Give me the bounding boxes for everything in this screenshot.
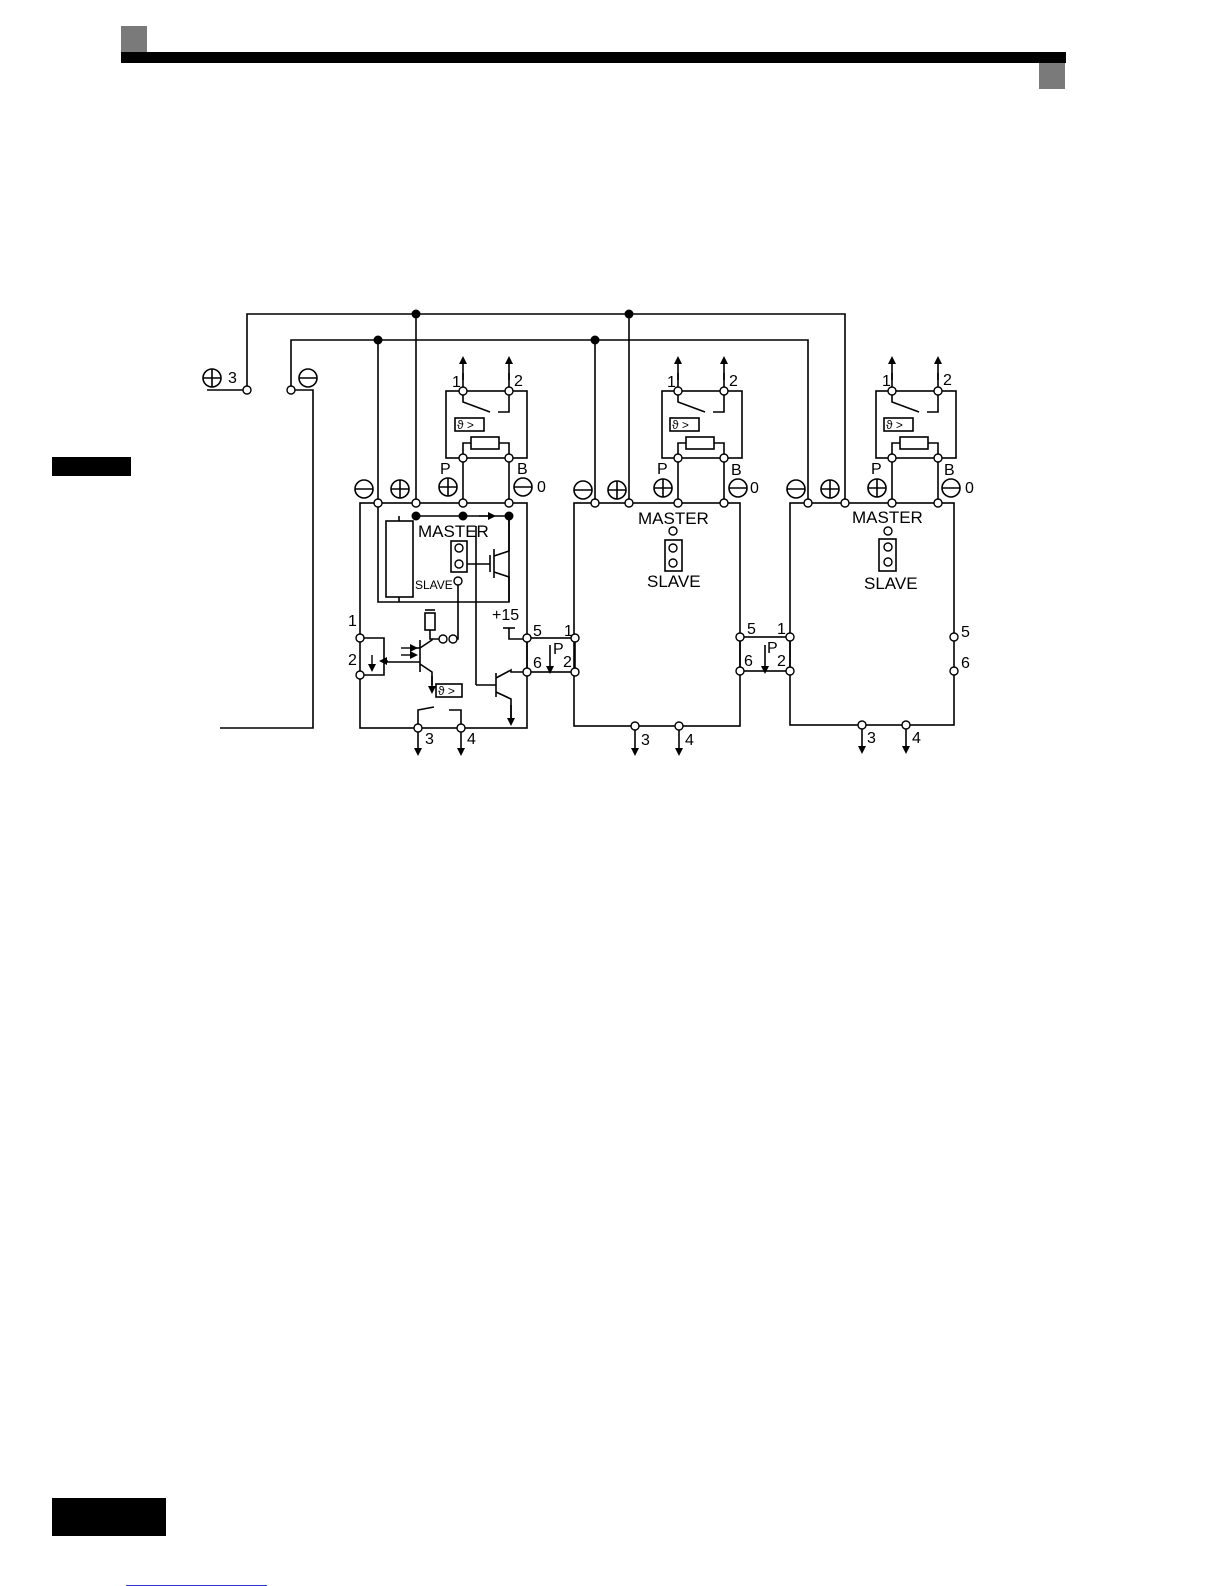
terminal-label: 6	[744, 653, 753, 670]
plus-circle-icon	[439, 478, 457, 496]
terminal-label: 1	[667, 374, 676, 391]
terminal-label: ϑ >	[438, 684, 455, 698]
terminal-label: P	[871, 461, 882, 478]
master-label: MASTER	[418, 522, 489, 541]
terminal-label: 1	[348, 613, 357, 630]
terminal-label: ϑ >	[886, 418, 903, 432]
plus-circle-icon	[203, 369, 221, 387]
minus-circle-icon	[299, 369, 317, 387]
terminal-label: 1	[452, 374, 461, 391]
terminal-label: 2	[729, 373, 738, 390]
terminal-label: 4	[685, 732, 694, 749]
terminal-label: ϑ >	[457, 418, 474, 432]
source-plus-label: 3	[228, 370, 237, 387]
plus-circle-icon	[391, 480, 409, 498]
terminal-label: 4	[912, 730, 921, 747]
terminal-label: 2	[943, 372, 952, 389]
terminal-label: 5	[961, 624, 970, 641]
terminal-label: +15	[492, 607, 519, 624]
terminal-label: 5	[747, 621, 756, 638]
terminal-label: 1	[882, 373, 891, 390]
terminal-label: 2	[348, 652, 357, 669]
terminal-label: 4	[467, 731, 476, 748]
plus-circle-icon	[821, 480, 839, 498]
terminal-label: 1	[777, 621, 786, 638]
terminal-label: 2	[563, 654, 572, 671]
terminal-label: 3	[641, 732, 650, 749]
terminal-label: B	[731, 462, 742, 479]
terminal-label: 0	[750, 480, 759, 497]
slave-label: SLAVE	[415, 578, 453, 592]
minus-circle-icon	[787, 480, 805, 498]
master-label: MASTER	[638, 509, 709, 528]
minus-circle-icon	[514, 478, 532, 496]
terminal-label: 3	[867, 730, 876, 747]
terminal-label: B	[944, 462, 955, 479]
dc-bus-plus-wire	[247, 314, 845, 503]
slave-label: SLAVE	[864, 574, 918, 593]
terminal-label: 2	[514, 373, 523, 390]
master-label: MASTER	[852, 508, 923, 527]
module-3	[790, 373, 956, 725]
terminal-label: 6	[533, 655, 542, 672]
terminal-label: 6	[961, 655, 970, 672]
minus-circle-icon	[355, 480, 373, 498]
terminal-label: 3	[425, 731, 434, 748]
plus-circle-icon	[654, 479, 672, 497]
minus-circle-icon	[942, 479, 960, 497]
terminal-label: 0	[537, 479, 546, 496]
terminal-label: P	[440, 461, 451, 478]
plus-circle-icon	[868, 479, 886, 497]
terminal-label: 0	[965, 480, 974, 497]
plus-circle-icon	[608, 481, 626, 499]
slave-label: SLAVE	[647, 572, 701, 591]
terminal-label: ϑ >	[672, 418, 689, 432]
terminal-label: 5	[533, 623, 542, 640]
minus-circle-icon	[729, 479, 747, 497]
terminal-label: 1	[564, 623, 573, 640]
minus-circle-icon	[574, 481, 592, 499]
terminal-label: P	[657, 461, 668, 478]
terminal-label: B	[517, 461, 528, 478]
terminal-label: 2	[777, 653, 786, 670]
